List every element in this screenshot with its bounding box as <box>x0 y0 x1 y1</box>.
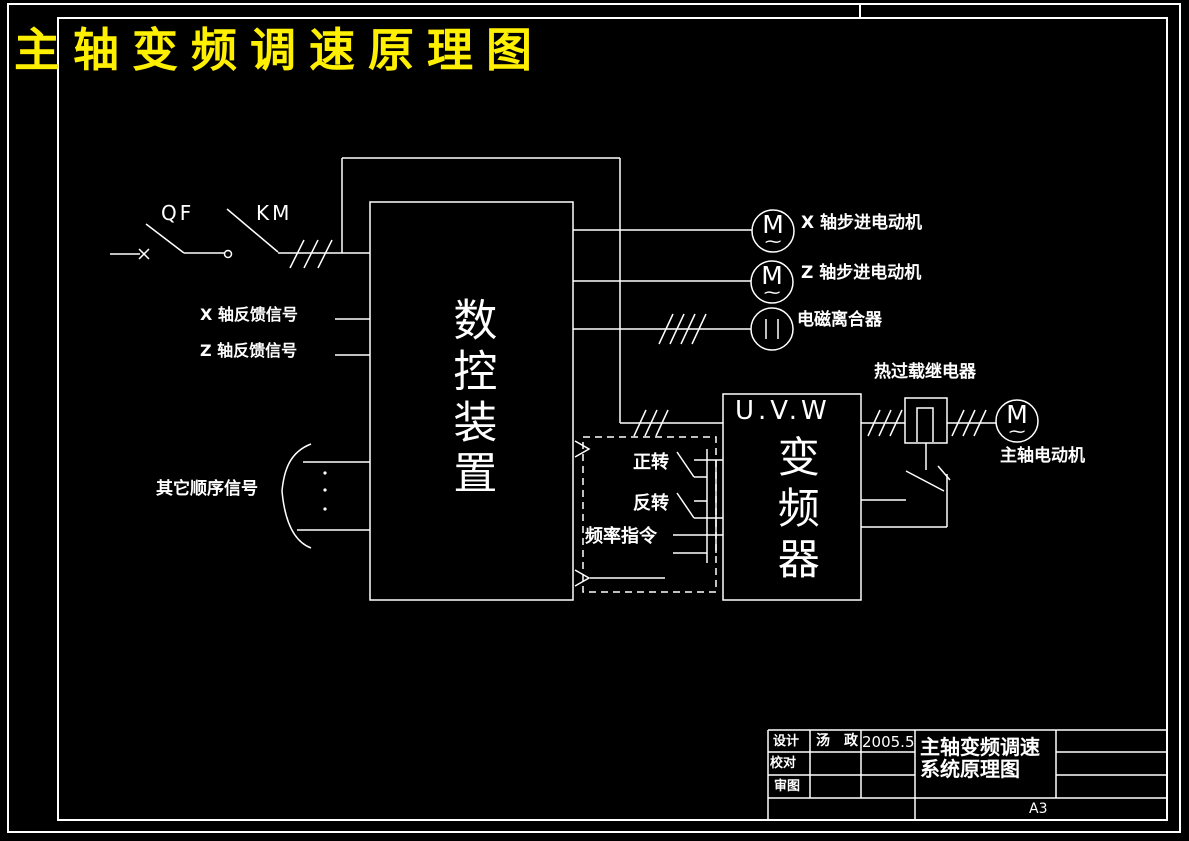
km-contactor-blade <box>226 208 279 253</box>
drawing-main-title: 主轴变频调速原理图 <box>14 25 545 76</box>
cnc-device-box <box>369 201 574 601</box>
frequency-label: 频率指令 <box>585 526 657 547</box>
contact-terminal-circle <box>223 249 233 259</box>
thermal-relay-element <box>916 407 934 442</box>
x-feedback-label: X 轴反馈信号 <box>200 305 298 324</box>
other-signals-brace <box>281 443 312 549</box>
inverter-label: 变频器 <box>771 435 818 588</box>
km-contactor-label: KM <box>256 201 293 225</box>
thermal-relay-box <box>904 397 948 444</box>
reverse-contact <box>676 492 695 519</box>
title-block-grid <box>767 729 1167 820</box>
titleblock-design-label: 设计 <box>773 734 800 749</box>
qf-breaker-label: QF <box>161 201 195 225</box>
forward-contact <box>676 451 695 478</box>
motor-wave-icon: ∼ <box>762 283 782 303</box>
cnc-device-label: 数控装置 <box>446 297 496 501</box>
frame-inner-border <box>57 17 1168 821</box>
frame-outer-border <box>7 3 1181 833</box>
ellipsis-dot <box>323 488 327 492</box>
other-signals-label: 其它顺序信号 <box>156 479 258 499</box>
z-stepper-motor-symbol: M ∼ <box>751 261 793 303</box>
forward-label: 正转 <box>633 452 669 473</box>
spindle-motor-label: 主轴电动机 <box>1000 446 1085 466</box>
inverter-input-slashes <box>633 409 647 437</box>
motor-m-letter: M <box>1006 400 1028 429</box>
x-stepper-label: X 轴步进电动机 <box>801 213 923 233</box>
spindle-motor-symbol: M ∼ <box>996 400 1038 442</box>
clutch-circle <box>750 307 794 351</box>
drawing-frame <box>7 3 1181 833</box>
inverter-output-slashes <box>867 409 881 437</box>
three-phase-slashes <box>289 239 305 269</box>
titleblock-designer-name: 汤 政 <box>816 733 858 749</box>
x-stepper-motor-symbol: M ∼ <box>752 210 794 252</box>
motor-m-letter: M <box>762 210 784 239</box>
titleblock-drawing-title-line2: 系统原理图 <box>920 757 1020 781</box>
spindle-motor-circle <box>995 399 1039 443</box>
motor-wave-icon: ∼ <box>763 232 783 252</box>
signal-arrow-bottom <box>574 569 591 587</box>
z-feedback-label: Z 轴反馈信号 <box>200 341 298 360</box>
interface-section <box>574 436 723 593</box>
inverter-box <box>722 393 862 601</box>
ellipsis-dot <box>323 507 327 511</box>
titleblock-date: 2005.5 <box>862 733 915 751</box>
clutch-label: 电磁离合器 <box>797 310 882 330</box>
motor-wave-icon: ∼ <box>1007 422 1027 442</box>
motor-m-letter: M <box>761 261 783 290</box>
stepper-and-clutch-outputs <box>573 209 795 351</box>
z-stepper-motor-circle <box>750 260 794 304</box>
cnc-input-signals <box>281 318 370 549</box>
titleblock-sheet-size: A3 <box>1029 801 1048 817</box>
spindle-drive-branch <box>861 397 1039 528</box>
clutch-wire-slashes <box>658 313 674 345</box>
titleblock-drawing-title-line1: 主轴变频调速 <box>920 735 1040 759</box>
titleblock-check-label: 校对 <box>770 756 797 771</box>
inverter-terminals-label: U.V.W <box>735 396 831 426</box>
ellipsis-dot <box>323 471 327 475</box>
z-stepper-label: Z 轴步进电动机 <box>801 263 922 283</box>
x-stepper-motor-circle <box>751 209 795 253</box>
power-input-branch <box>110 157 723 437</box>
thermal-relay-label: 热过载继电器 <box>874 362 976 382</box>
titleblock-review-label: 审图 <box>774 779 801 794</box>
signal-arrow-top <box>574 440 591 458</box>
qf-breaker-blade <box>145 223 185 254</box>
motor-feed-slashes <box>951 409 965 437</box>
reverse-label: 反转 <box>633 493 669 514</box>
